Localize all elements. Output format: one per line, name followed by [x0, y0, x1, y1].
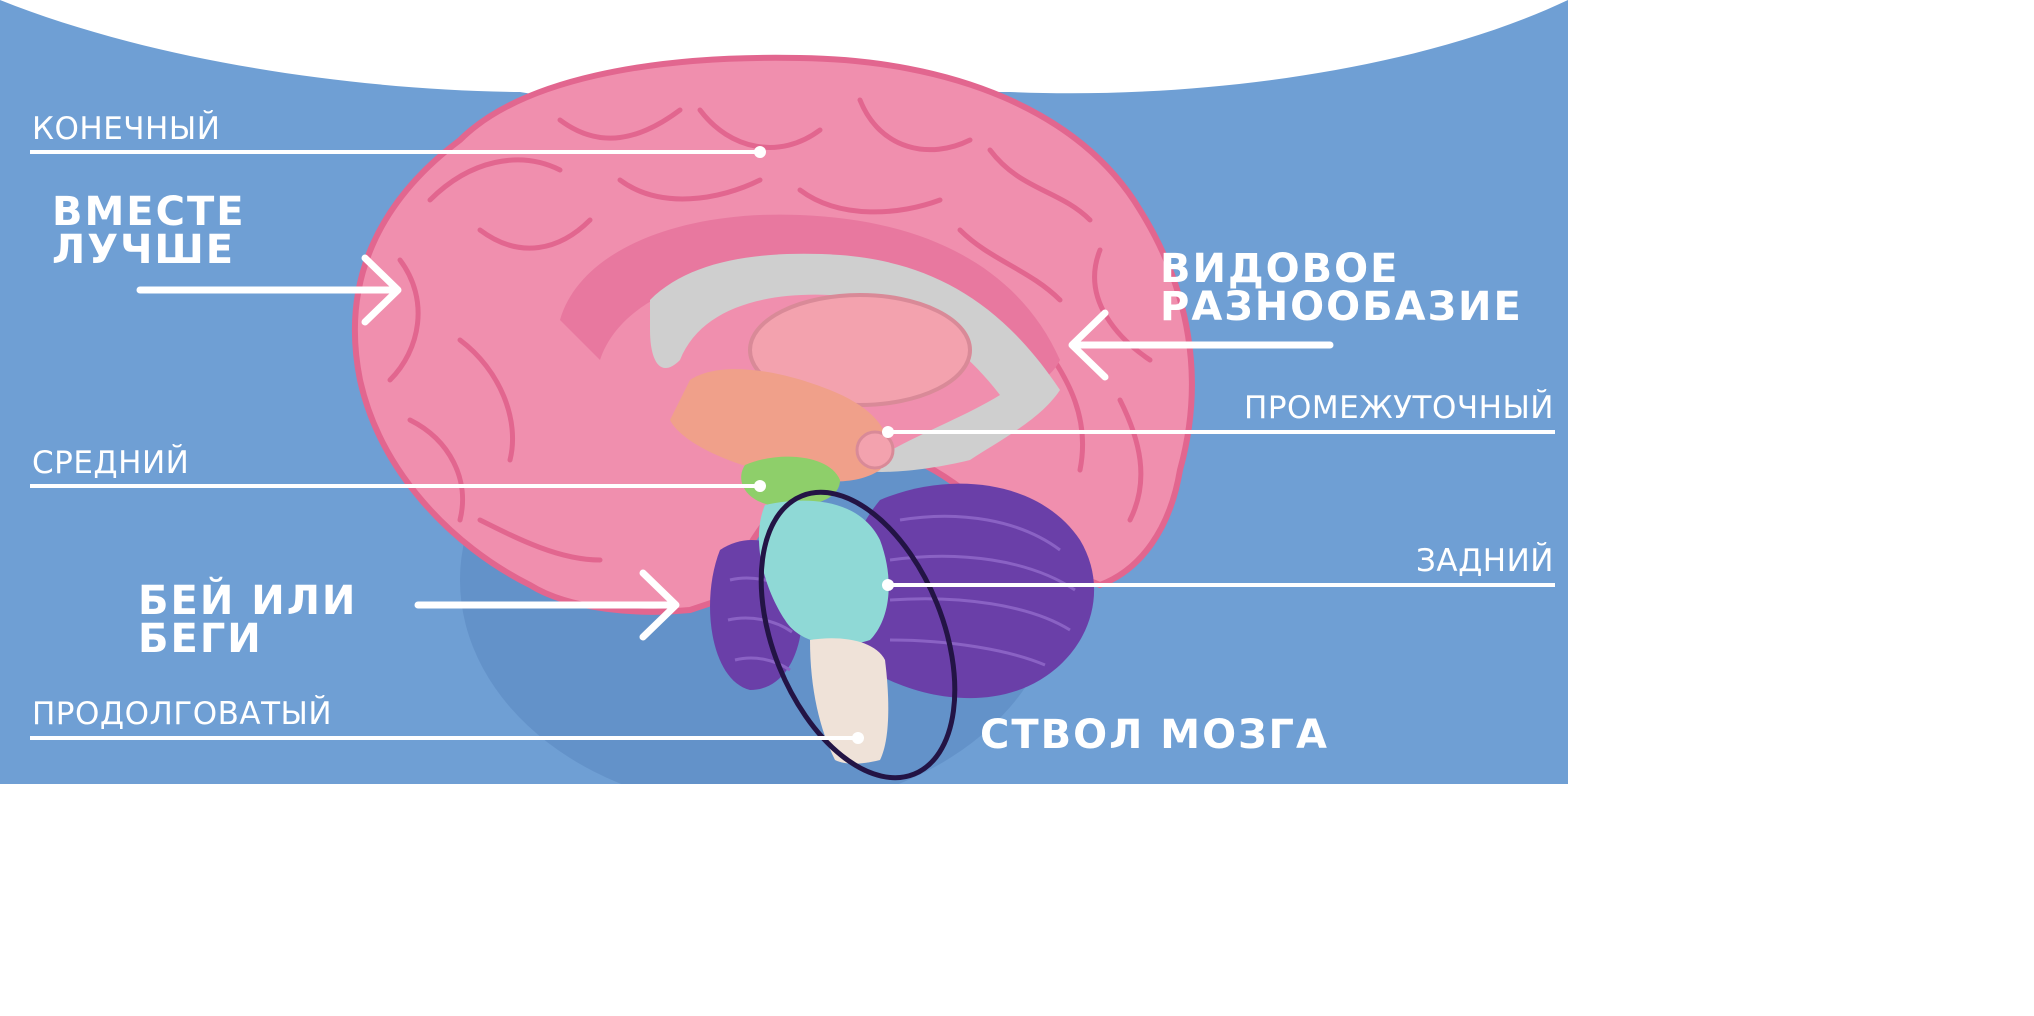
dot-hindbrain — [882, 579, 894, 591]
dot-telencephalon — [754, 146, 766, 158]
callout-fight-line2: БЕГИ — [138, 620, 357, 658]
callout-fight-or-flight: БЕЙ ИЛИ БЕГИ — [138, 582, 357, 658]
label-telencephalon: КОНЕЧНЫЙ — [32, 114, 220, 145]
dot-medulla — [852, 732, 864, 744]
callout-diversity-line1: ВИДОВОЕ — [1160, 250, 1523, 288]
callout-together-line2: ЛУЧШЕ — [52, 231, 246, 269]
callout-diversity-line2: РАЗНООБАЗИЕ — [1160, 288, 1523, 326]
callout-diversity: ВИДОВОЕ РАЗНООБАЗИЕ — [1160, 250, 1523, 326]
label-hindbrain: ЗАДНИЙ — [1416, 546, 1554, 577]
label-medulla: ПРОДОЛГОВАТЫЙ — [32, 699, 332, 730]
callout-together: ВМЕСТЕ ЛУЧШЕ — [52, 193, 246, 269]
callout-fight-line1: БЕЙ ИЛИ — [138, 582, 357, 620]
dot-diencephalon — [882, 426, 894, 438]
dot-midbrain — [754, 480, 766, 492]
label-diencephalon: ПРОМЕЖУТОЧНЫЙ — [1244, 393, 1554, 424]
callout-brainstem: СТВОЛ МОЗГА — [980, 716, 1329, 754]
callout-together-line1: ВМЕСТЕ — [52, 193, 246, 231]
label-midbrain: СРЕДНИЙ — [32, 448, 189, 479]
